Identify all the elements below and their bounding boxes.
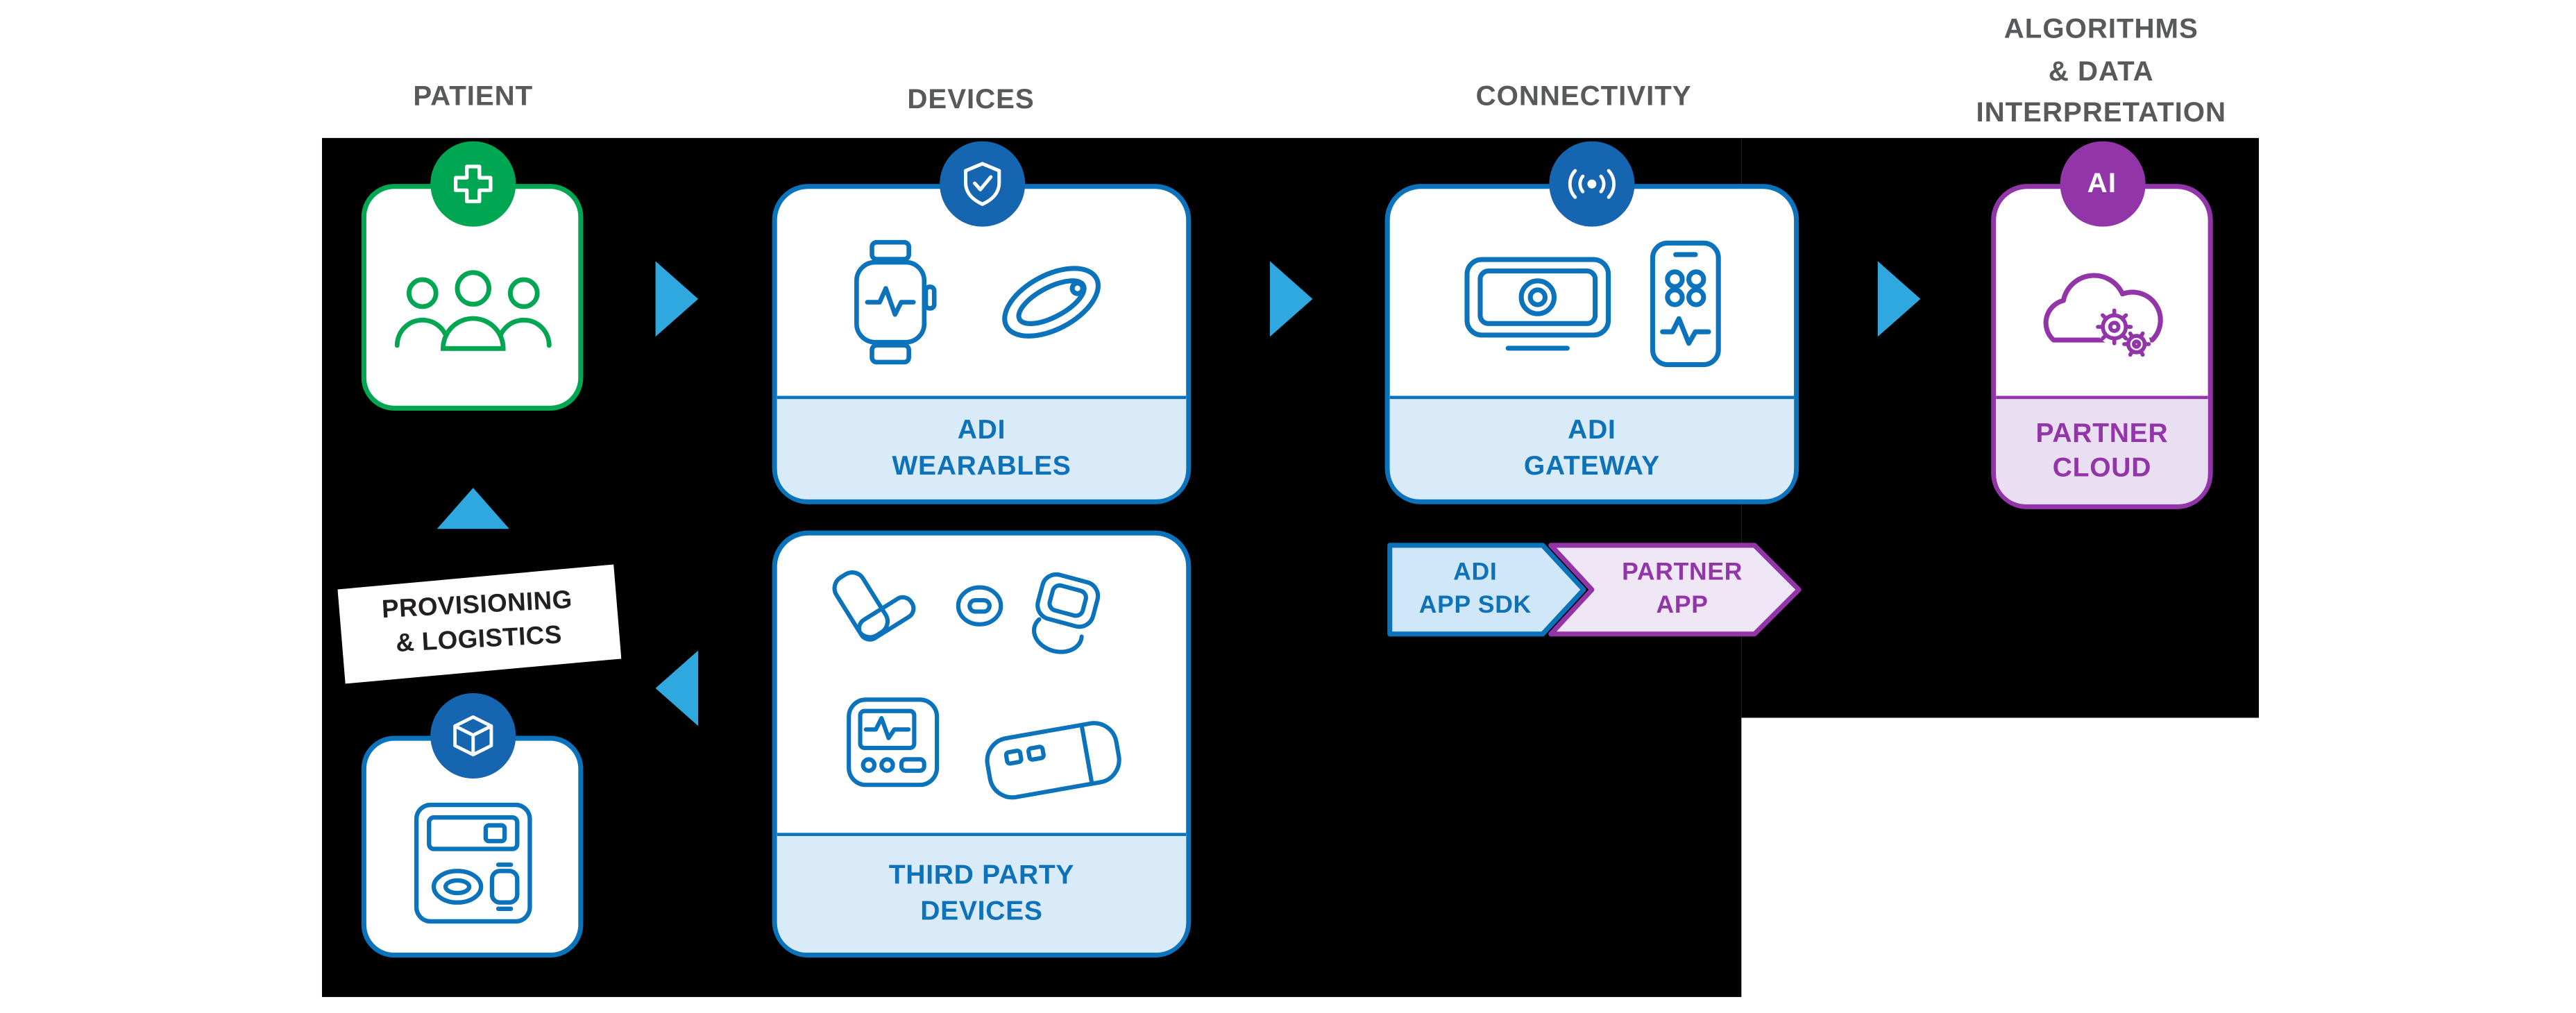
smartwatch-icon xyxy=(853,239,936,365)
medical-devices-cluster-icon xyxy=(831,569,1121,799)
shield-check-icon xyxy=(963,162,1001,206)
adi-gateway-label: ADI GATEWAY xyxy=(1389,395,1795,500)
inhaler-icon xyxy=(831,569,915,641)
patient-node xyxy=(361,141,584,411)
partner-app-tag: PARTNER APP xyxy=(1622,558,1743,619)
bp-cuff-icon xyxy=(984,720,1121,799)
partner-cloud-node: AI xyxy=(1991,141,2213,509)
adi-wearables-icon-area xyxy=(777,202,1186,402)
provisioning-kit-icon-area xyxy=(366,780,578,946)
smartphone-icon xyxy=(1650,240,1721,368)
adi-gateway-node: ADI GATEWAY xyxy=(1384,141,1799,504)
provisioning-kit-node xyxy=(361,693,584,958)
ai-badge-label: AI xyxy=(2087,167,2117,199)
column-header-patient: PATIENT xyxy=(413,80,534,112)
bp-monitor-icon xyxy=(845,697,939,787)
app-tags-shape xyxy=(1387,543,1802,637)
adi-gateway-icon-area xyxy=(1390,205,1794,402)
partner-app-tag-shape xyxy=(1548,543,1802,637)
flow-arrow-provisioning-to-patient xyxy=(437,488,509,529)
sensor-pod-icon xyxy=(1001,266,1100,339)
patient-icon-area xyxy=(366,228,578,399)
cloud-gears-icon xyxy=(2042,273,2162,359)
flow-arrow-patient-to-devices xyxy=(655,261,699,337)
third-party-devices-node: THIRD PARTY DEVICES xyxy=(772,530,1192,958)
device-kit-icon xyxy=(413,802,532,924)
column-header-algorithms: ALGORITHMS & DATA INTERPRETATION xyxy=(1976,12,2227,128)
column-header-devices: DEVICES xyxy=(907,83,1035,115)
keyfob-icon xyxy=(955,584,1003,626)
adi-wearables-label: ADI WEARABLES xyxy=(777,395,1187,500)
patient-group-icon xyxy=(393,270,551,351)
flow-arrow-devices-to-connectivity xyxy=(1269,261,1313,337)
gateway-hub-icon xyxy=(1464,257,1611,351)
wireless-signal-icon xyxy=(1568,169,1616,199)
column-header-connectivity: CONNECTIVITY xyxy=(1475,80,1692,112)
adi-app-sdk-tag: ADI APP SDK xyxy=(1418,558,1532,619)
adi-gateway-badge xyxy=(1549,141,1635,227)
package-cube-icon xyxy=(452,715,493,757)
medical-cross-icon xyxy=(452,164,492,203)
wearable-band-icon xyxy=(1031,571,1099,654)
partner-cloud-badge: AI xyxy=(2059,141,2145,227)
flow-arrow-connectivity-to-algorithms xyxy=(1877,261,1921,337)
patient-badge xyxy=(430,141,516,227)
partner-cloud-icon-area xyxy=(1996,228,2208,399)
flow-arrow-devices-to-provisioning xyxy=(655,650,699,726)
adi-wearables-badge xyxy=(938,141,1025,227)
adi-app-sdk-tag-shape xyxy=(1387,543,1586,637)
provisioning-kit-badge xyxy=(430,693,516,779)
third-party-icon-area xyxy=(777,549,1186,838)
third-party-devices-label: THIRD PARTY DEVICES xyxy=(777,833,1187,953)
adi-wearables-node: ADI WEARABLES xyxy=(772,141,1192,504)
partner-cloud-label: PARTNER CLOUD xyxy=(1996,395,2208,504)
